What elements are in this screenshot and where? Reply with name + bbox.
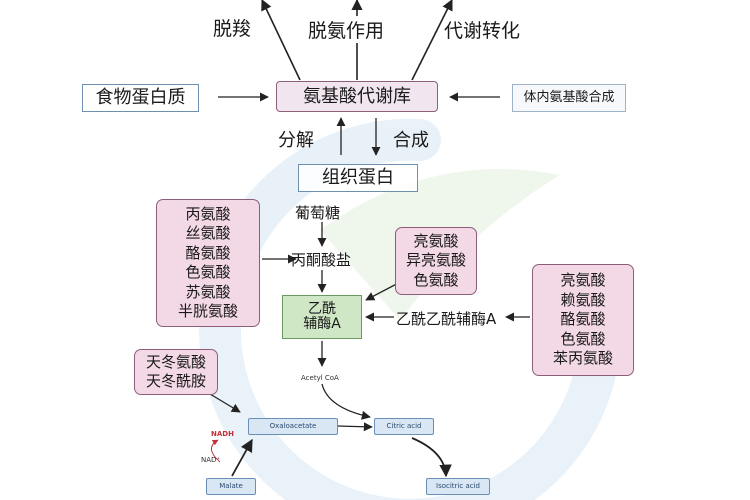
arrow-nad-to-nadh bbox=[211, 439, 221, 463]
group1-item: 酪氨酸 bbox=[185, 243, 231, 262]
group1-item: 丙氨酸 bbox=[185, 204, 231, 223]
group4-item: 天冬酰胺 bbox=[145, 372, 206, 390]
acetyl-coa-line-1: 乙酰 bbox=[308, 300, 336, 317]
arrow-conversion bbox=[411, 0, 453, 81]
oxaloacetate-node: Oxaloacetate bbox=[248, 418, 338, 435]
group3-item: 苯丙氨酸 bbox=[552, 349, 613, 368]
group3-item: 亮氨酸 bbox=[560, 271, 606, 290]
group1-item: 半胱氨酸 bbox=[177, 302, 238, 320]
glucose-label: 葡萄糖 bbox=[295, 204, 341, 222]
acetyl-coa-box: 乙酰 辅酶A bbox=[282, 295, 362, 339]
label-metabolic-conversion: 代谢转化 bbox=[444, 20, 521, 42]
arrow-group4-to-oxaloacetate bbox=[209, 393, 241, 413]
malate-node: Malate bbox=[206, 478, 256, 495]
arrow-citric-to-isocitric bbox=[411, 437, 452, 478]
group1-item: 色氨酸 bbox=[185, 263, 231, 281]
group2-item: 亮氨酸 bbox=[413, 231, 459, 250]
oxaloacetate-amino-acids-box: 天冬氨酸 天冬酰胺 bbox=[134, 349, 218, 395]
group4-item: 天冬氨酸 bbox=[145, 352, 206, 371]
arrow-decarboxylation bbox=[261, 0, 301, 81]
amino-acid-pool-box: 氨基酸代谢库 bbox=[276, 81, 438, 112]
food-protein-box: 食物蛋白质 bbox=[82, 84, 199, 112]
arrow-malate-to-oxaloacetate bbox=[231, 438, 253, 477]
isocitric-acid-node: Isocitric acid bbox=[426, 478, 490, 495]
nad-label: NAD⁺ bbox=[201, 456, 221, 464]
label-deamination: 脱氨作用 bbox=[308, 16, 385, 43]
label-decarboxylation: 脱羧 bbox=[213, 18, 252, 40]
in-vivo-synthesis-box: 体内氨基酸合成 bbox=[512, 84, 626, 112]
group1-item: 丝氨酸 bbox=[185, 224, 231, 242]
acetoacetyl-amino-acids-box: 亮氨酸 赖氨酸 酪氨酸 色氨酸 苯丙氨酸 bbox=[532, 264, 634, 376]
group3-item: 酪氨酸 bbox=[560, 310, 606, 329]
group3-item: 赖氨酸 bbox=[560, 290, 606, 309]
acetoacetyl-coa-label: 乙酰乙酰辅酶A bbox=[396, 310, 497, 328]
acetyl-coa-line-2: 辅酶A bbox=[303, 316, 341, 332]
group2-item: 异亮氨酸 bbox=[405, 251, 466, 270]
citric-acid-node: Citric acid bbox=[374, 418, 434, 435]
nadh-label: NADH bbox=[211, 430, 234, 438]
group2-item: 色氨酸 bbox=[413, 270, 459, 289]
pyruvate-amino-acids-box: 丙氨酸 丝氨酸 酪氨酸 色氨酸 苏氨酸 半胱氨酸 bbox=[156, 199, 260, 327]
label-breakdown: 分解 bbox=[278, 130, 314, 151]
group3-item: 色氨酸 bbox=[560, 329, 606, 348]
arrow-oxaloacetate-to-citric bbox=[337, 422, 373, 432]
tissue-protein-box: 组织蛋白 bbox=[298, 164, 418, 192]
pyruvate-label: 丙酮酸盐 bbox=[291, 251, 352, 269]
acetyl-coa-en-label: Acetyl CoA bbox=[301, 374, 339, 382]
label-synthesis: 合成 bbox=[393, 130, 429, 151]
arrow-acetylcoa-to-citric bbox=[321, 383, 371, 420]
acetyl-coa-amino-acids-box: 亮氨酸 异亮氨酸 色氨酸 bbox=[395, 227, 477, 295]
group1-item: 苏氨酸 bbox=[185, 282, 231, 301]
